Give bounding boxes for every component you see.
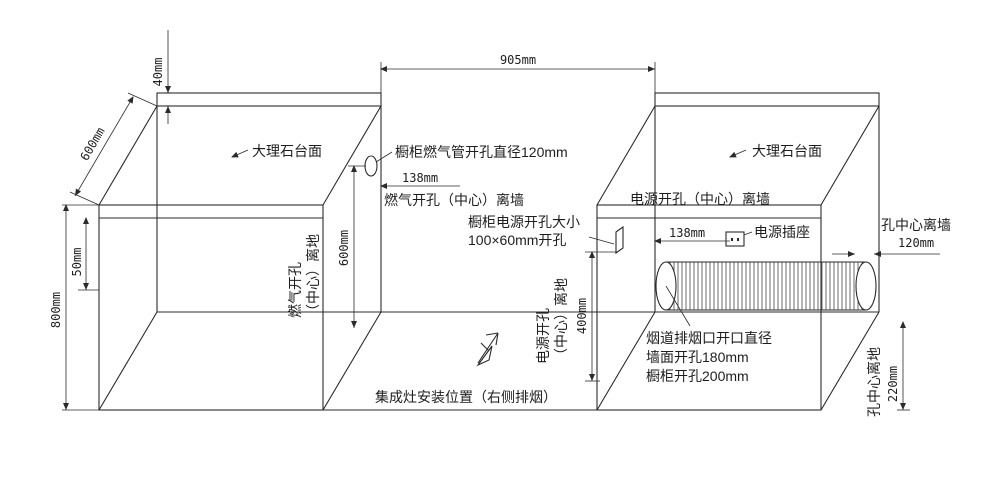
- dim-50-label: 50mm: [70, 248, 84, 277]
- dim-905: 905mm: [380, 53, 656, 93]
- hole-center-floor-label: 孔中心离地: [866, 347, 882, 417]
- gas-hole-wall-label: 燃气开孔（中心）离墙: [384, 192, 524, 208]
- right-countertop-slab: [654, 92, 880, 107]
- dim-40-label: 40mm: [151, 58, 165, 87]
- flue-duct: [655, 261, 877, 311]
- dim-gas-138-label: 138mm: [402, 171, 438, 185]
- dim-power-138-label: 138mm: [669, 226, 705, 240]
- dim-40: 40mm: [151, 30, 176, 124]
- power-hole-wall-label: 电源开孔（中心）离墙: [630, 191, 770, 207]
- dim-600-depth: 600mm: [69, 92, 158, 206]
- gas-floor-label-1: 燃气开孔: [287, 262, 303, 318]
- dim-gas-600-label: 600mm: [337, 230, 351, 266]
- dim-hole-120-label: 120mm: [898, 236, 934, 250]
- socket-label: 电源插座: [754, 224, 810, 240]
- dim-600-depth-label: 600mm: [77, 125, 107, 163]
- dim-hole-220-label: 220mm: [886, 366, 900, 402]
- socket-icon: [725, 231, 745, 247]
- left-countertop-slab: [156, 92, 382, 107]
- dim-800-label: 800mm: [49, 292, 63, 328]
- hole-center-wall-label: 孔中心离墙: [881, 217, 951, 233]
- flue-label-3: 橱柜开孔200mm: [646, 368, 749, 384]
- flue-label-1: 烟道排烟口开口直径: [646, 330, 772, 346]
- gas-pipe-hole: [364, 155, 378, 177]
- power-floor-label-2: （中心）离地: [553, 278, 569, 362]
- flue-label-2: 墙面开孔180mm: [646, 349, 749, 365]
- dim-800: 800mm: [49, 204, 99, 411]
- dim-905-label: 905mm: [500, 53, 536, 67]
- install-arrow: [476, 342, 493, 367]
- dim-power-400-label: 400mm: [575, 298, 589, 334]
- gas-floor-label-2: （中心）离地: [305, 234, 321, 318]
- marble-label-left: 大理石台面: [252, 143, 322, 159]
- marble-label-right: 大理石台面: [752, 143, 822, 159]
- cabinet-power-label-1: 橱柜电源开孔大小: [468, 214, 580, 230]
- install-position-label: 集成灶安装位置（右侧排烟）: [375, 389, 557, 405]
- dim-power-400: 400mm: [575, 251, 618, 382]
- gas-pipe-hole-label: 橱柜燃气管开孔直径120mm: [395, 144, 568, 160]
- flue-opening-wall: [855, 261, 877, 311]
- dim-gas-600: 600mm: [337, 165, 366, 328]
- power-floor-label-1: 电源开孔: [535, 308, 551, 364]
- cabinet-power-label-2: 100×60mm开孔: [468, 232, 566, 248]
- cabinet-power-cutout: [615, 225, 624, 255]
- dim-50: 50mm: [70, 217, 99, 291]
- dim-hole-220: 220mm: [886, 321, 910, 411]
